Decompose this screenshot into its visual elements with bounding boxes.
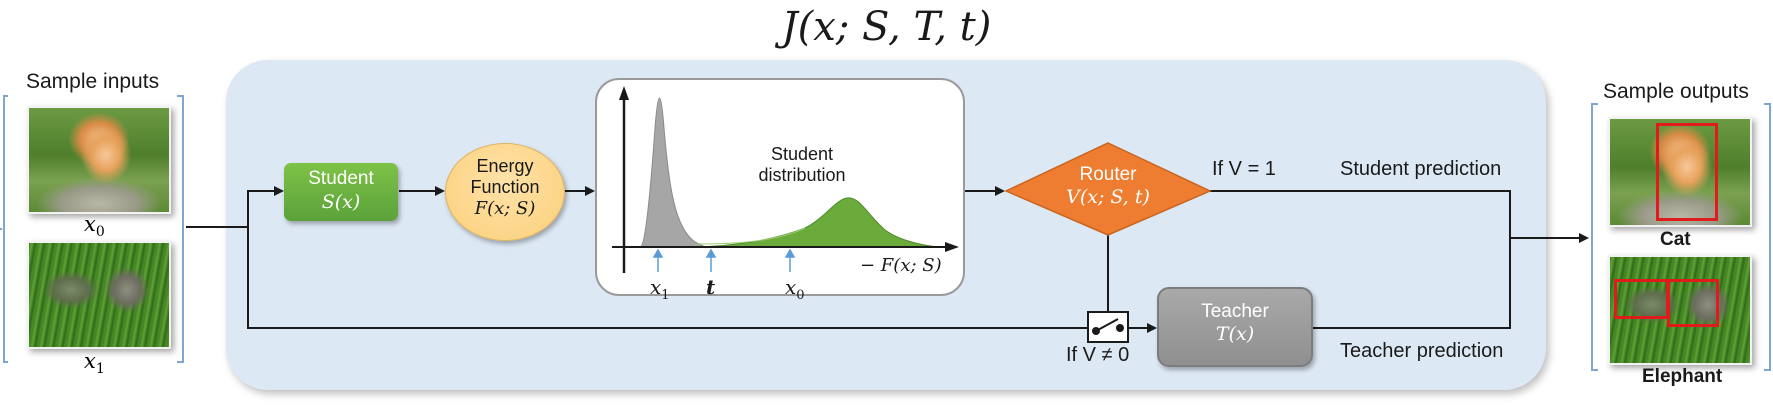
teacher-name: Teacher xyxy=(1201,301,1269,322)
input-image-cat xyxy=(27,106,171,214)
distribution-label-line1: Student xyxy=(770,144,834,164)
router-name: Router xyxy=(1079,164,1137,185)
elephant-bounding-box-2 xyxy=(1667,279,1719,327)
energy-line1: Energy xyxy=(476,156,534,176)
student-name: Student xyxy=(308,168,374,189)
input-caption-x1: x1 xyxy=(84,349,105,378)
condition-v-not-equals: If V ≠ 0 xyxy=(1066,344,1130,366)
student-node: Student S(x) xyxy=(284,163,398,221)
energy-line2: Function xyxy=(470,177,540,197)
energy-function-node: Energy Function F(x; S) xyxy=(445,143,565,241)
inputs-bracket xyxy=(0,95,8,363)
marker-label-x0: x0 xyxy=(785,275,805,303)
input-caption-x0: x0 xyxy=(84,212,105,241)
outputs-bracket xyxy=(1591,103,1598,371)
distribution-label: Student distribution xyxy=(742,144,862,186)
outputs-right-bracket xyxy=(1764,103,1771,371)
distribution-chart xyxy=(612,86,959,273)
student-distribution-area xyxy=(694,197,941,248)
router-node: Router V(x; S, t) xyxy=(1040,164,1176,208)
output-label-cat: Cat xyxy=(1660,229,1691,250)
diagram-title: J(x; S, T, t) xyxy=(781,4,992,50)
outputs-header: Sample outputs xyxy=(1603,80,1749,103)
gray-peak-area xyxy=(639,97,706,248)
teacher-node: Teacher T(x) xyxy=(1157,287,1313,367)
router-diamond xyxy=(1004,142,1212,236)
marker-label-x1: x1 xyxy=(650,275,670,303)
cat-bounding-box xyxy=(1656,123,1718,221)
student-formula: S(x) xyxy=(321,191,361,213)
plot-axis-label: − F(x; S) xyxy=(860,255,942,276)
energy-formula: F(x; S) xyxy=(474,198,536,219)
output-image-cat xyxy=(1608,117,1752,227)
marker-label-t: t xyxy=(706,275,716,299)
teacher-prediction-label: Teacher prediction xyxy=(1340,340,1504,362)
input-image-elephant xyxy=(27,241,171,349)
output-image-elephant xyxy=(1608,255,1752,365)
router-formula: V(x; S, t) xyxy=(1066,186,1150,208)
elephant-bounding-box-1 xyxy=(1614,279,1669,319)
student-prediction-label: Student prediction xyxy=(1340,158,1502,180)
condition-v-equals: If V = 1 xyxy=(1212,158,1276,180)
inputs-right-bracket xyxy=(177,95,184,363)
distribution-label-line2: distribution xyxy=(758,165,846,185)
inputs-header: Sample inputs xyxy=(26,70,160,93)
output-label-elephant: Elephant xyxy=(1642,366,1723,387)
teacher-formula: T(x) xyxy=(1215,323,1255,345)
